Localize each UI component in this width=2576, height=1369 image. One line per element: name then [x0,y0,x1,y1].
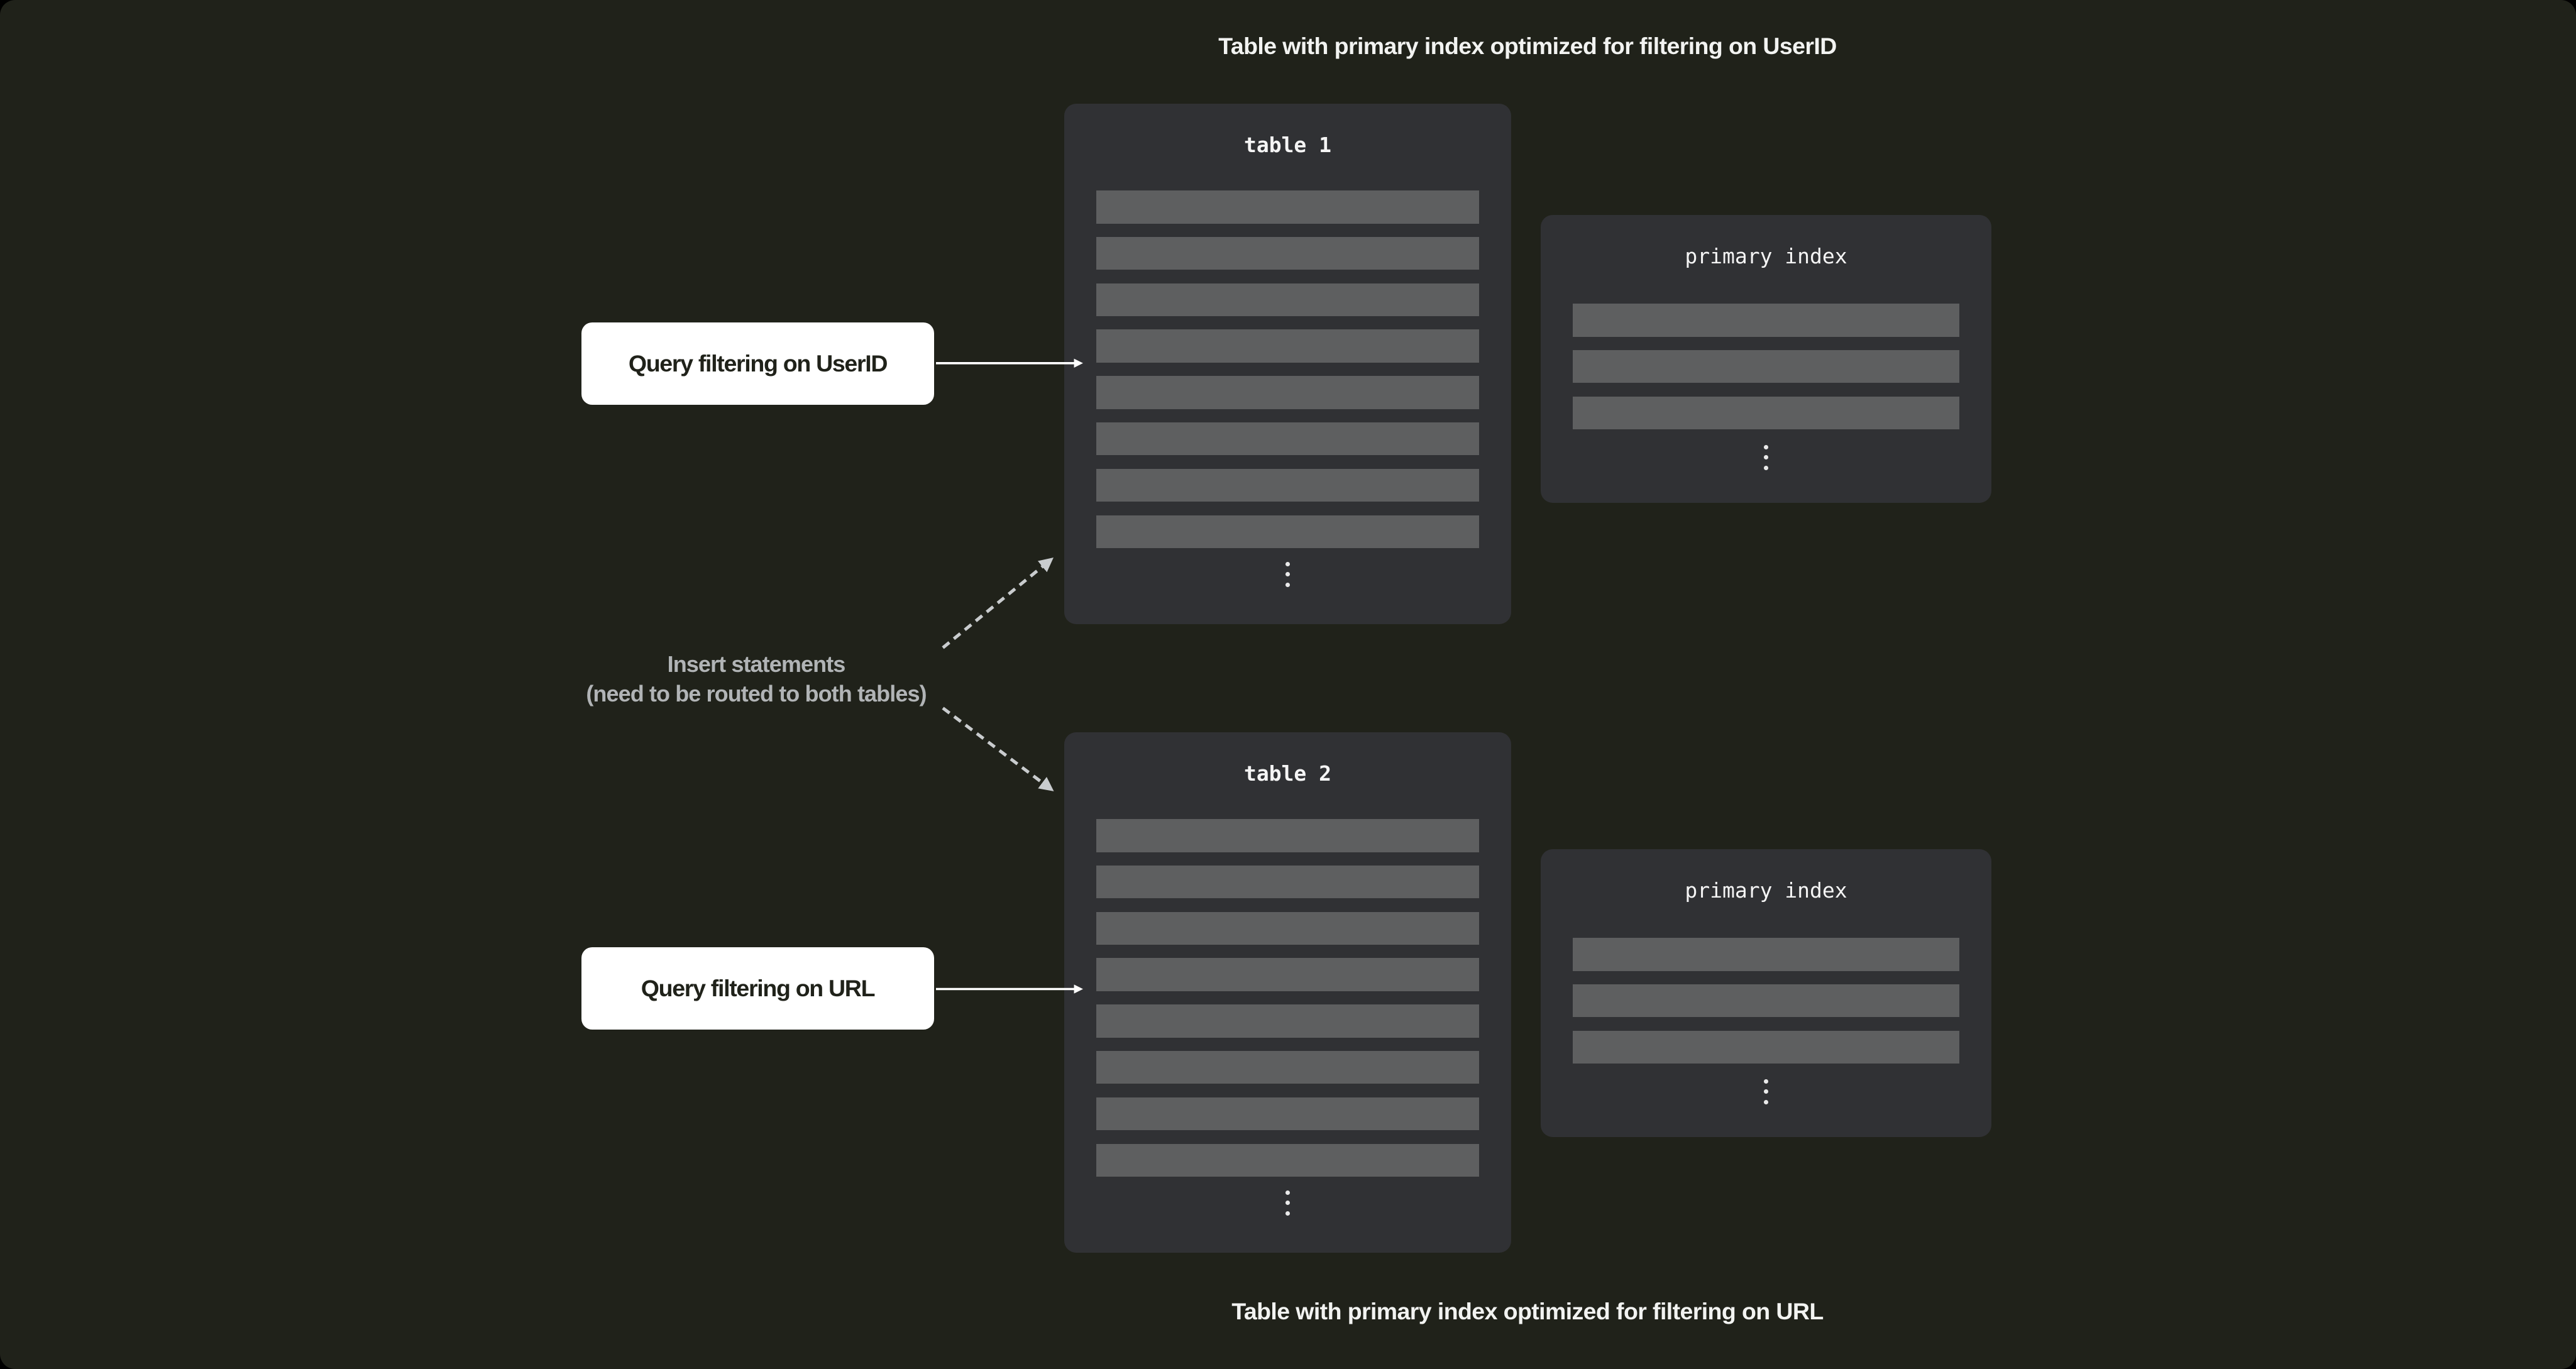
primary-index2-panel: primary index [1541,849,1991,1137]
table-row-bar [1096,1143,1479,1177]
table2-title: table 2 [1243,761,1332,786]
top-caption: Table with primary index optimized for f… [1218,33,1837,59]
table-row-bar [1096,1050,1479,1084]
primary-index1-title: primary index [1685,244,1847,268]
table-row-bar [1573,396,1959,430]
primary-index1-rows [1573,304,1959,430]
table-row-bar [1573,984,1959,1018]
table-row-bar [1096,865,1479,899]
table-row-bar [1096,190,1479,224]
table1-rows [1096,190,1479,549]
table-row-bar [1096,422,1479,456]
query-userid-label: Query filtering on UserID [581,322,934,405]
table-row-bar [1096,819,1479,852]
bottom-caption: Table with primary index optimized for f… [1231,1298,1824,1324]
primary-index1-panel: primary index [1541,215,1991,503]
table-row-bar [1096,376,1479,409]
table2-ellipsis-icon [1064,1190,1511,1216]
table-row-bar [1573,1030,1959,1064]
insert-note: Insert statements (need to be routed to … [473,649,1039,708]
table-row-bar [1573,349,1959,383]
insert-arrow-to-table1 [942,557,1054,649]
primary-index1-ellipsis-icon [1541,445,1991,470]
primary-index2-rows [1573,938,1959,1064]
table-row-bar [1096,911,1479,945]
table1-ellipsis-icon [1064,562,1511,587]
primary-index2-title: primary index [1685,878,1847,903]
query-url-label: Query filtering on URL [581,947,934,1030]
query-userid-label-text: Query filtering on UserID [628,350,888,377]
table-row-bar [1096,329,1479,363]
table-row-bar [1096,958,1479,991]
insert-note-line1: Insert statements [667,651,846,677]
table-row-bar [1573,938,1959,971]
table-row-bar [1573,304,1959,337]
query-url-label-text: Query filtering on URL [641,975,876,1001]
insert-arrow-to-table2 [942,706,1054,791]
table2-panel: table 2 [1064,732,1511,1253]
table-row-bar [1096,236,1479,270]
primary-index2-ellipsis-icon [1541,1079,1991,1104]
table-row-bar [1096,468,1479,502]
table1-title: table 1 [1243,133,1332,157]
table-row-bar [1096,283,1479,317]
table-row-bar [1096,1097,1479,1131]
insert-note-line2: (need to be routed to both tables) [586,681,927,706]
table-row-bar [1096,1004,1479,1038]
table-row-bar [1096,515,1479,549]
table1-panel: table 1 [1064,104,1511,624]
table2-rows [1096,819,1479,1177]
